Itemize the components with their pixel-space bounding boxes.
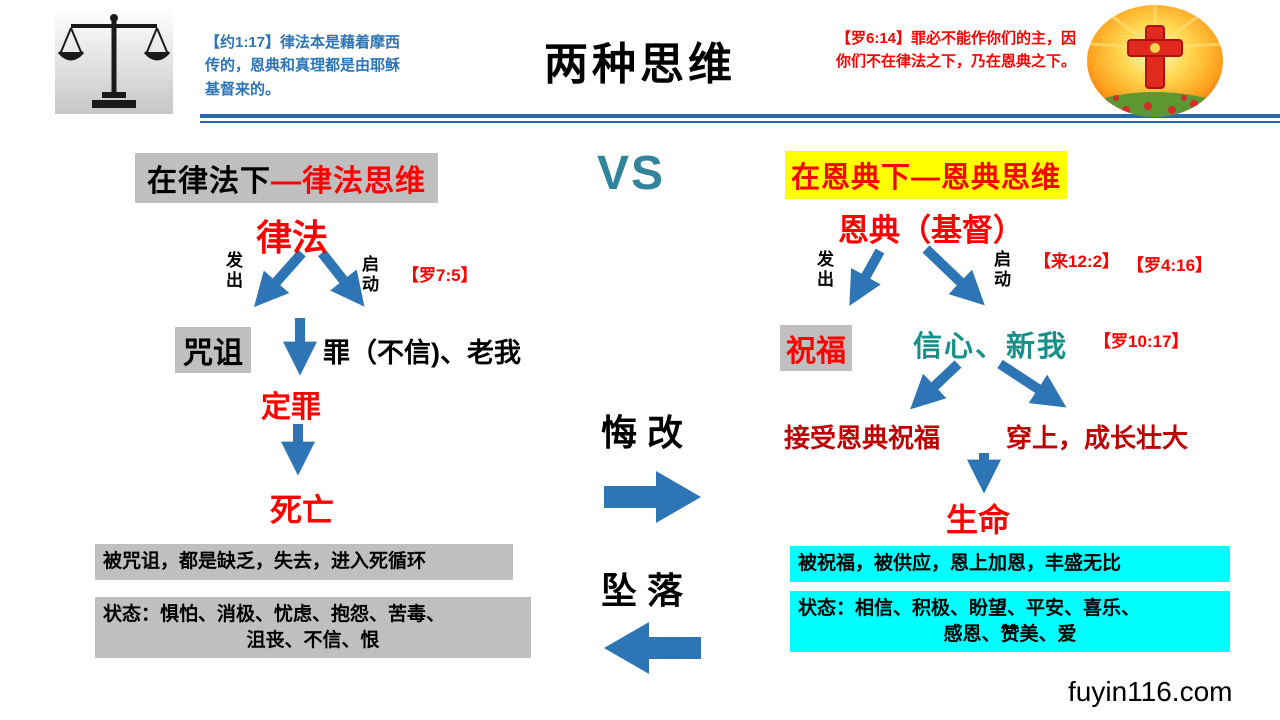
law-summary-box: 被咒诅，都是缺乏，失去，进入死循环: [95, 544, 513, 580]
grace-life-node: 生命: [946, 502, 1011, 538]
law-state-line2: 沮丧、不信、恨: [246, 629, 380, 651]
grace-summary-box: 被祝福，被供应，恩上加恩，丰盛无比: [790, 546, 1230, 582]
law-state-line1: 状态：惧怕、消极、忧虑、抱怨、苦毒、: [103, 604, 446, 625]
law-verse-rom7-5: 【罗7:5】: [402, 266, 478, 285]
grace-state-line1: 状态：相信、积极、盼望、平安、喜乐、: [798, 598, 1141, 619]
law-heading: 在律法下—律法思维: [135, 153, 438, 203]
arrow-faith-to-receive: [910, 360, 962, 410]
grace-activate-label: 启动: [994, 250, 1011, 289]
grace-emit-label: 发出: [817, 250, 834, 289]
page-title: 两种思维: [544, 40, 736, 89]
law-sin-node: 罪（不信)、老我: [323, 338, 521, 368]
left-scripture-text: 【约1:17】律法本是藉着摩西传的，恩典和真理都是由耶稣基督来的。: [205, 34, 401, 98]
arrow-grace-to-blessing: [849, 248, 885, 306]
law-curse-node: 咒诅: [175, 327, 251, 373]
grace-source-node: 恩典（基督）: [838, 213, 1024, 248]
scales-of-justice-image: [55, 8, 173, 114]
website-label: fuyin116.com: [1068, 676, 1233, 707]
law-heading-prefix: 在律法下: [147, 165, 271, 198]
law-activate-label: 启动: [362, 255, 379, 294]
law-source-node: 律法: [256, 217, 329, 258]
grace-heading: 在恩典下—恩典思维: [785, 151, 1068, 199]
law-condemnation-node: 定罪: [261, 391, 321, 424]
repent-label: 悔 改: [601, 412, 684, 453]
grace-receive-node: 接受恩典祝福: [784, 423, 941, 453]
grace-verse-rom4-16: 【罗4:16】: [1127, 256, 1213, 275]
grace-grow-node: 穿上，成长壮大: [1006, 423, 1189, 453]
law-state-box: 状态：惧怕、消极、忧虑、抱怨、苦毒、 沮丧、不信、恨: [95, 597, 531, 659]
right-scripture-text: 【罗6:14】罪必不能作你们的主，因你们不在律法之下，乃在恩典之下。: [836, 30, 1077, 71]
grace-state-box: 状态：相信、积极、盼望、平安、喜乐、 感恩、赞美、爱: [790, 591, 1230, 653]
grace-verse-heb12-2: 【来12:2】: [1034, 252, 1120, 271]
cross-flowers-image: [1086, 4, 1224, 118]
grace-faith-node: 信心、新我: [913, 331, 1069, 363]
grace-blessing-node: 祝福: [780, 325, 852, 371]
arrow-fall-left: [604, 622, 701, 674]
arrow-grace-to-faith: [922, 245, 985, 306]
law-death-node: 死亡: [270, 492, 335, 528]
arrow-faith-to-grow: [997, 359, 1067, 408]
header-divider-top: [200, 114, 1280, 118]
law-heading-suffix: —律法思维: [271, 165, 426, 198]
fall-label: 坠 落: [601, 570, 684, 611]
arrow-repent-right: [604, 471, 701, 523]
grace-state-line2: 感恩、赞美、爱: [943, 623, 1077, 645]
grace-verse-rom10-17: 【罗10:17】: [1094, 332, 1189, 351]
law-emit-label: 发出: [226, 251, 243, 290]
vs-label: VS: [597, 147, 666, 200]
header-divider-bottom: [200, 121, 1280, 123]
